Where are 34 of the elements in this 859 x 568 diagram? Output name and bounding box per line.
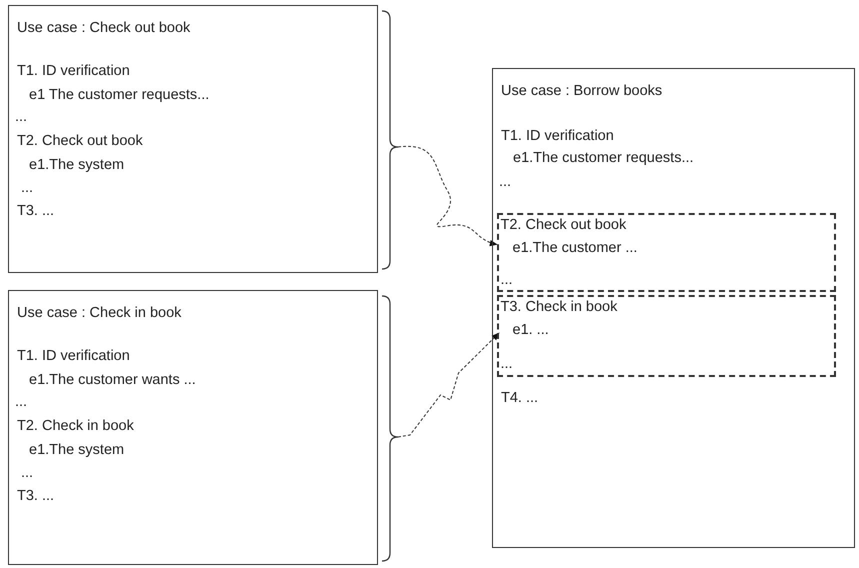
task-box bbox=[496, 294, 836, 376]
step-text: T2. Check out book bbox=[500, 216, 626, 234]
step-text: T1. ID verification bbox=[17, 62, 130, 80]
step-text: e1.The system bbox=[29, 156, 124, 174]
step-text: T4. ... bbox=[501, 389, 538, 407]
use-case-box bbox=[8, 290, 378, 565]
step-text: T2. Check out book bbox=[17, 132, 143, 150]
step-text: ... bbox=[15, 393, 28, 411]
step-text: e1 The customer requests... bbox=[29, 86, 210, 104]
step-text: ... bbox=[499, 173, 512, 191]
step-text: T1. ID verification bbox=[501, 127, 614, 145]
step-text: T2. Check in book bbox=[17, 417, 134, 435]
use-case-box bbox=[492, 68, 855, 548]
step-text: e1.The customer wants ... bbox=[29, 371, 196, 389]
step-text: e1. ... bbox=[512, 320, 549, 338]
arrow bbox=[398, 146, 498, 246]
step-text: T3. ... bbox=[17, 202, 54, 220]
use-case-title: Use case : Check out book bbox=[17, 19, 190, 37]
step-text: e1.The customer ... bbox=[512, 238, 638, 256]
use-case-title: Use case : Borrow books bbox=[501, 82, 662, 100]
step-text: ... bbox=[21, 464, 34, 482]
step-text: ... bbox=[15, 108, 28, 126]
task-box bbox=[496, 212, 836, 292]
step-text: ... bbox=[21, 179, 34, 197]
step-text: T3. ... bbox=[17, 487, 54, 505]
step-text: T1. ID verification bbox=[17, 347, 130, 365]
step-text: e1.The system bbox=[29, 441, 124, 459]
use-case-box bbox=[8, 5, 378, 273]
step-text: ... bbox=[500, 270, 513, 288]
step-text: ... bbox=[500, 354, 513, 372]
arrow bbox=[398, 332, 500, 438]
step-text: T3. Check in book bbox=[500, 298, 618, 316]
step-text: e1.The customer requests... bbox=[513, 149, 694, 167]
use-case-title: Use case : Check in book bbox=[17, 304, 182, 322]
